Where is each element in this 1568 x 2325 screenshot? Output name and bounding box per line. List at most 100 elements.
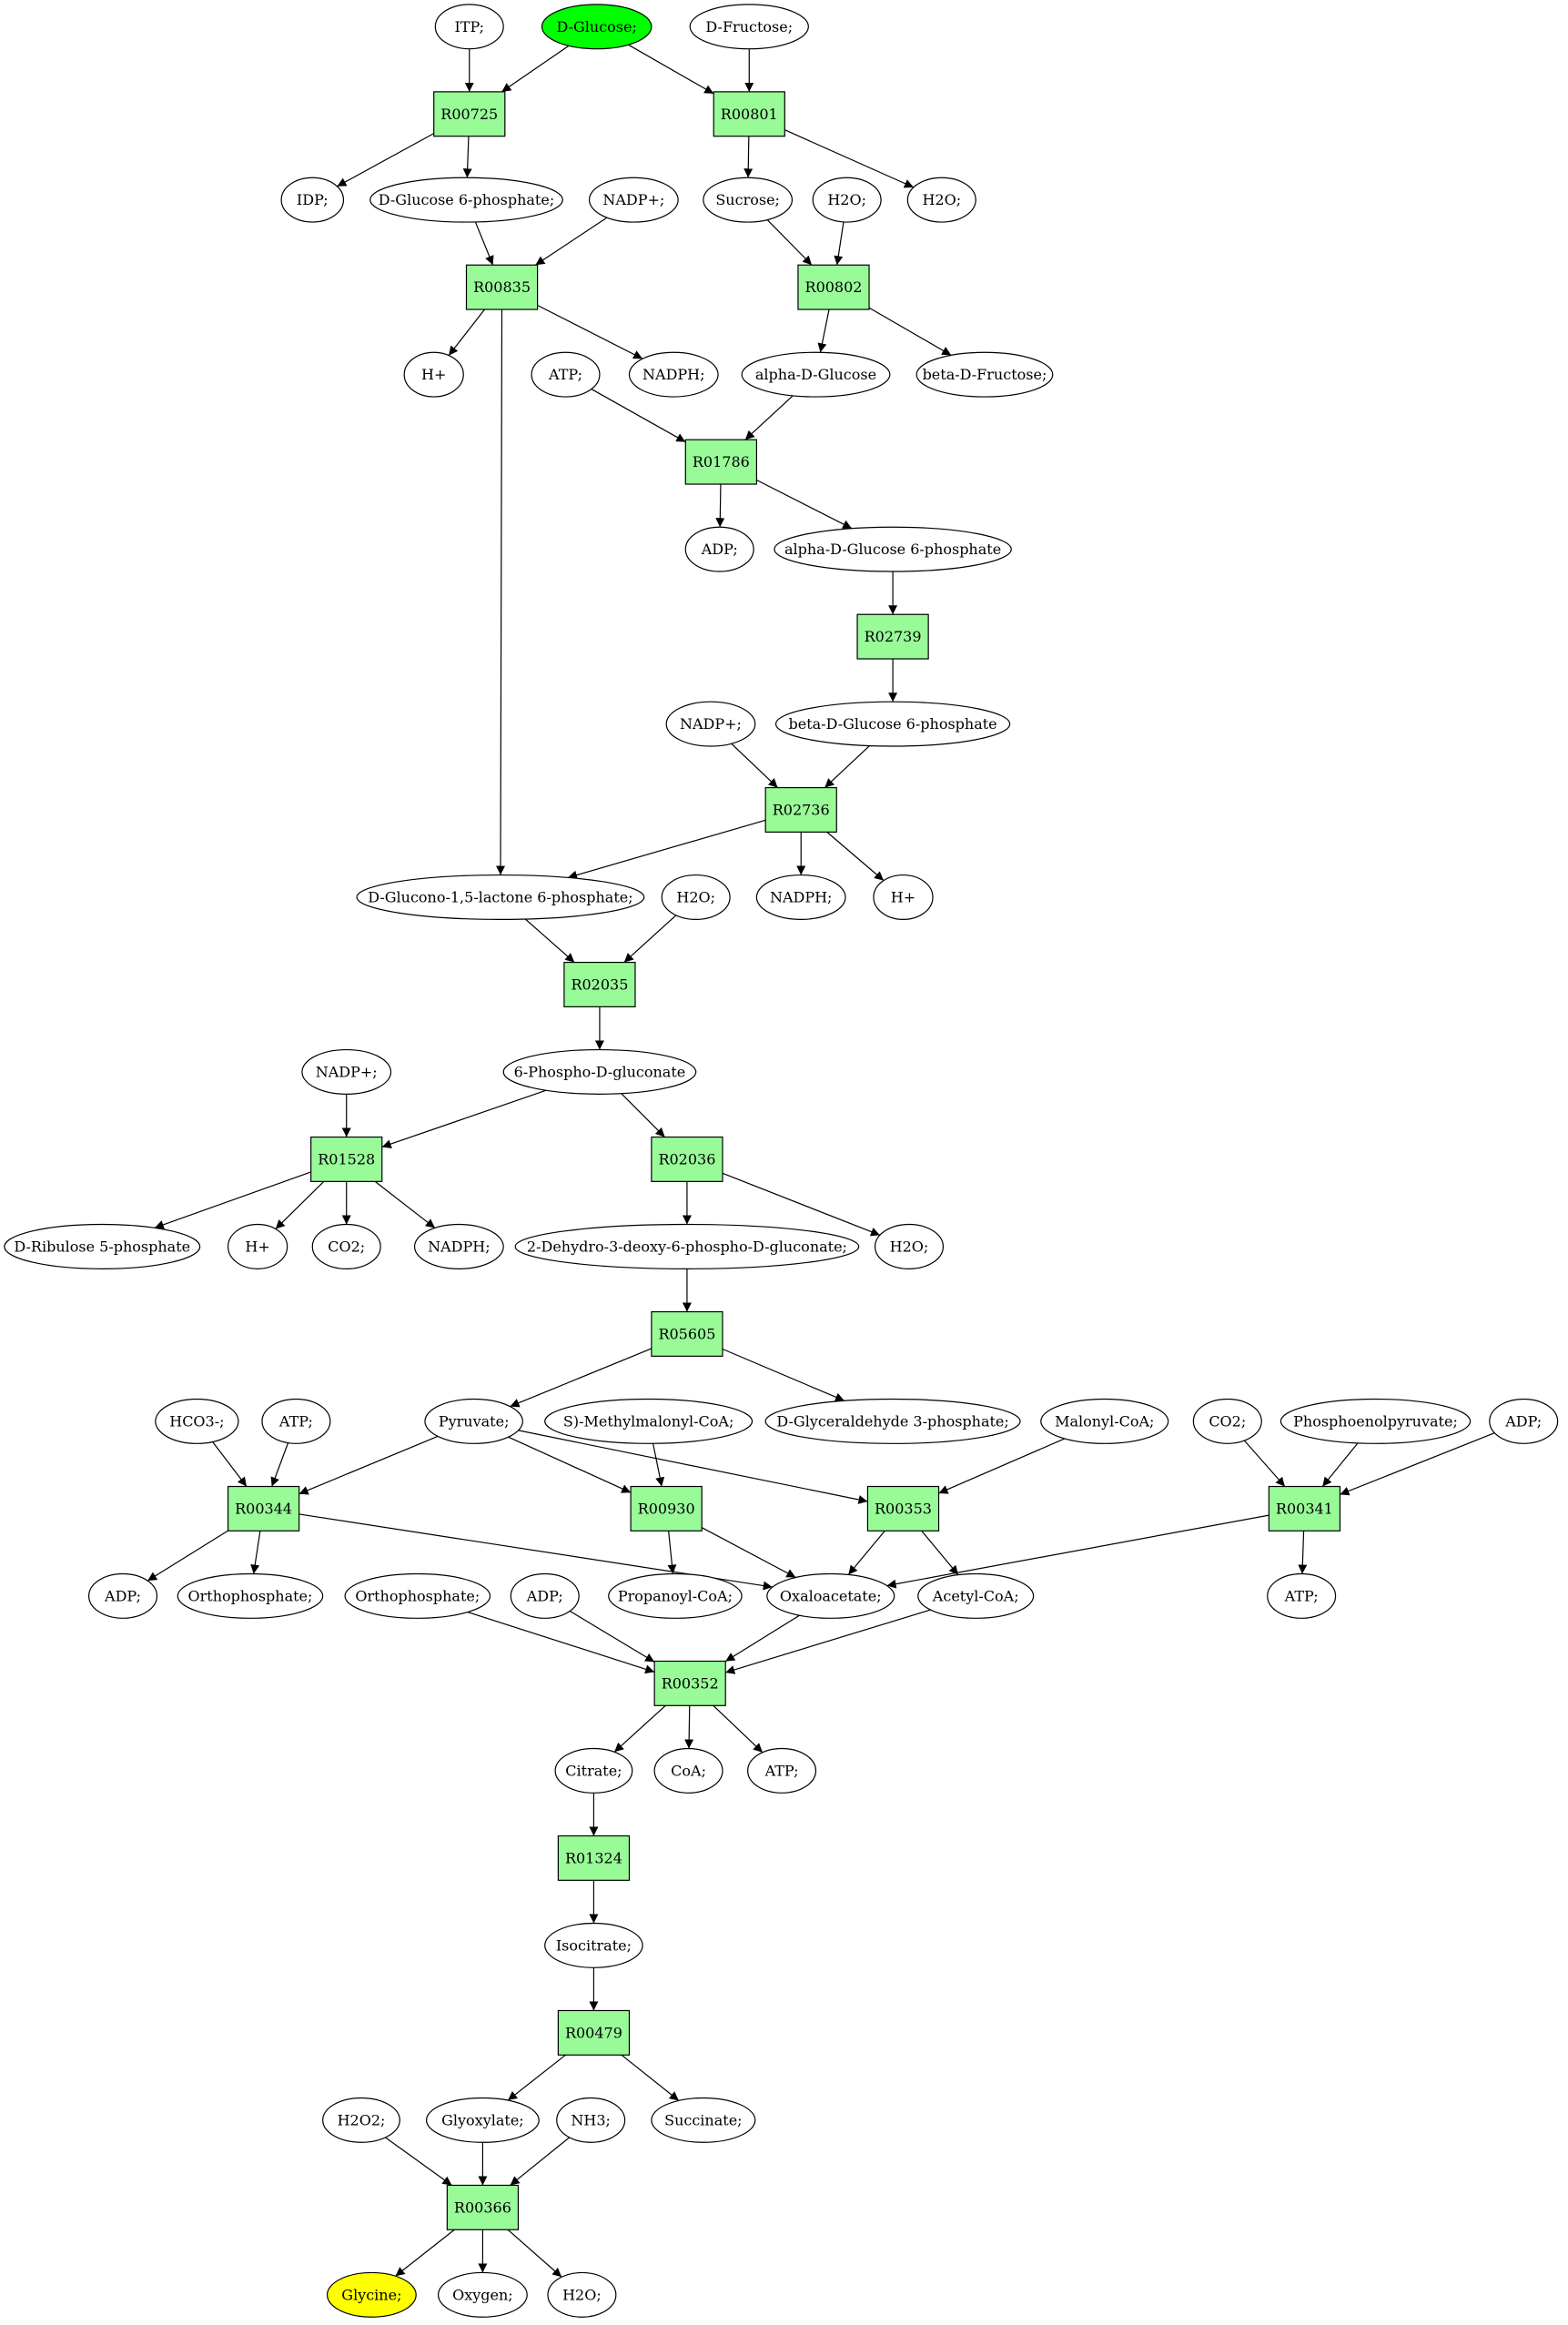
- compound-node-h-2[interactable]: H+: [873, 874, 934, 920]
- compound-node-oxygen[interactable]: Oxygen;: [437, 2271, 528, 2318]
- reaction-node-r00366[interactable]: R00366: [446, 2184, 520, 2230]
- compound-node-h2o-2[interactable]: H2O;: [906, 177, 976, 223]
- edge-R00366-to-h2o-5: [507, 2229, 562, 2278]
- compound-node-nadp-3[interactable]: NADP+;: [301, 1048, 392, 1095]
- compound-node-adp-3[interactable]: ADP;: [88, 1572, 158, 1619]
- compound-ellipse: [916, 351, 1054, 398]
- reaction-node-r02736[interactable]: R02736: [764, 786, 837, 833]
- compound-node-adp-4[interactable]: ADP;: [510, 1572, 580, 1619]
- reaction-node-r05605[interactable]: R05605: [651, 1310, 723, 1357]
- compound-ellipse: [369, 177, 563, 223]
- compound-node-beta-d-fructose[interactable]: beta-D-Fructose;: [916, 351, 1054, 398]
- compound-node-d-glucose[interactable]: D-Glucose;: [541, 4, 652, 50]
- compound-node-atp-1[interactable]: ATP;: [531, 351, 601, 398]
- reaction-node-r00802[interactable]: R00802: [797, 264, 870, 310]
- reaction-node-r02035[interactable]: R02035: [563, 961, 636, 1007]
- reaction-node-r02036[interactable]: R02036: [651, 1136, 723, 1182]
- compound-label: S)-Methylmalonyl-CoA;: [563, 1412, 734, 1430]
- compound-node-orthophosphate-2[interactable]: Orthophosphate;: [344, 1572, 491, 1619]
- compound-node-itp[interactable]: ITP;: [434, 4, 504, 50]
- compound-node-oxaloacetate[interactable]: Oxaloacetate;: [766, 1572, 895, 1619]
- compound-node-orthophosphate-1[interactable]: Orthophosphate;: [177, 1572, 324, 1619]
- compound-label: ADP;: [701, 541, 738, 558]
- compound-node-isocitrate[interactable]: Isocitrate;: [544, 1922, 643, 1968]
- compound-node-h2o-5[interactable]: H2O;: [547, 2271, 617, 2318]
- compound-node-nadp-1[interactable]: NADP+;: [588, 177, 679, 223]
- compound-node-sucrose[interactable]: Sucrose;: [703, 177, 794, 223]
- compound-node-adp-2[interactable]: ADP;: [1489, 1398, 1559, 1444]
- compound-node-acetyl-coa[interactable]: Acetyl-CoA;: [917, 1572, 1035, 1619]
- compound-node-h-1[interactable]: H+: [403, 351, 464, 398]
- compound-node-h2o-1[interactable]: H2O;: [812, 177, 882, 223]
- compound-node-nh3[interactable]: NH3;: [556, 2097, 626, 2143]
- compound-label: NH3;: [571, 2111, 611, 2128]
- compound-ellipse: [437, 2271, 528, 2318]
- compound-node-alpha-d-glucose-6-phosphate[interactable]: alpha-D-Glucose 6-phosphate: [774, 526, 1012, 572]
- compound-node-d-fructose[interactable]: D-Fructose;: [689, 4, 809, 50]
- compound-node-phospho-d-gluconate[interactable]: 6-Phospho-D-gluconate: [502, 1048, 697, 1095]
- reaction-node-r01786[interactable]: R01786: [684, 439, 758, 485]
- compound-node-methylmalonyl-coa[interactable]: S)-Methylmalonyl-CoA;: [544, 1398, 754, 1444]
- edge-nadp-1-to-R00835: [535, 217, 608, 266]
- edge-R01786-to-alpha-d-glucose-6-phosphate: [756, 479, 853, 530]
- compound-node-h2o2[interactable]: H2O2;: [322, 2097, 400, 2143]
- compound-node-pyruvate[interactable]: Pyruvate;: [424, 1398, 523, 1444]
- reaction-label: R00802: [805, 278, 863, 296]
- compound-node-alpha-d-glucose[interactable]: alpha-D-Glucose: [741, 351, 891, 398]
- compound-node-beta-d-glucose-6-phosphate[interactable]: beta-D-Glucose 6-phosphate: [774, 701, 1011, 747]
- compound-node-adp-1[interactable]: ADP;: [684, 526, 754, 572]
- compound-label: CoA;: [671, 1762, 706, 1779]
- compound-node-atp-2[interactable]: ATP;: [261, 1398, 331, 1444]
- compound-node-glycine[interactable]: Glycine;: [326, 2271, 417, 2318]
- reaction-node-r00341[interactable]: R00341: [1268, 1485, 1341, 1531]
- edge-R00352-to-coa: [684, 1705, 694, 1749]
- reaction-node-r02739[interactable]: R02739: [856, 613, 929, 660]
- compound-label: ADP;: [526, 1587, 563, 1604]
- reaction-node-r00479[interactable]: R00479: [557, 2009, 631, 2056]
- reaction-node-r00835[interactable]: R00835: [465, 264, 539, 310]
- compound-node-citrate[interactable]: Citrate;: [554, 1747, 633, 1794]
- compound-node-atp-3[interactable]: ATP;: [1267, 1572, 1337, 1619]
- compound-node-atp-4[interactable]: ATP;: [747, 1747, 817, 1794]
- compound-node-d-glyceraldehyde-3-phosphate[interactable]: D-Glyceraldehyde 3-phosphate;: [764, 1398, 1021, 1444]
- reaction-label: R01324: [565, 1849, 622, 1866]
- compound-node-hco3[interactable]: HCO3-;: [155, 1398, 239, 1444]
- reaction-node-r01528[interactable]: R01528: [310, 1136, 383, 1182]
- compound-node-phosphoenolpyruvate[interactable]: Phosphoenolpyruvate;: [1280, 1398, 1472, 1444]
- compound-node-h-3[interactable]: H+: [227, 1223, 288, 1269]
- compound-node-coa[interactable]: CoA;: [653, 1747, 723, 1794]
- compound-node-malonyl-coa[interactable]: Malonyl-CoA;: [1040, 1398, 1169, 1444]
- compound-node-propanoyl-coa[interactable]: Propanoyl-CoA;: [608, 1572, 743, 1619]
- reaction-node-r00353[interactable]: R00353: [866, 1485, 940, 1531]
- reaction-box: [630, 1485, 703, 1531]
- reaction-node-r00352[interactable]: R00352: [653, 1660, 726, 1706]
- compound-ellipse: [665, 701, 756, 747]
- compound-node-d-ribulose-5-phosphate[interactable]: D-Ribulose 5-phosphate: [4, 1223, 201, 1269]
- compound-node-h2o-4[interactable]: H2O;: [874, 1223, 945, 1269]
- compound-node-nadph-3[interactable]: NADPH;: [413, 1223, 504, 1269]
- compound-node-dehydro-deoxy-phosphogluconate[interactable]: 2-Dehydro-3-deoxy-6-phospho-D-gluconate;: [514, 1223, 860, 1269]
- reaction-node-r00725[interactable]: R00725: [433, 91, 506, 137]
- reaction-node-r00930[interactable]: R00930: [630, 1485, 703, 1531]
- compound-node-nadph-2[interactable]: NADPH;: [755, 874, 846, 920]
- compound-ellipse: [906, 177, 976, 223]
- reaction-label: R00352: [662, 1674, 719, 1692]
- compound-ellipse: [755, 874, 846, 920]
- compound-node-idp[interactable]: IDP;: [280, 177, 345, 223]
- compound-node-co2-1[interactable]: CO2;: [311, 1223, 381, 1269]
- reaction-node-r00801[interactable]: R00801: [713, 91, 785, 137]
- edge-R00835-to-d-glucono-lactone: [496, 309, 506, 875]
- reaction-node-r00344[interactable]: R00344: [227, 1485, 300, 1531]
- compound-node-d-glucono-lactone[interactable]: D-Glucono-1,5-lactone 6-phosphate;: [356, 874, 645, 920]
- compound-node-nadp-2[interactable]: NADP+;: [665, 701, 756, 747]
- compound-label: Isocitrate;: [556, 1936, 632, 1954]
- compound-node-succinate[interactable]: Succinate;: [651, 2097, 756, 2143]
- reaction-node-r01324[interactable]: R01324: [557, 1835, 631, 1881]
- compound-ellipse: [556, 2097, 626, 2143]
- edge-d-glucose-to-R00801: [628, 44, 714, 95]
- compound-node-co2-2[interactable]: CO2;: [1192, 1398, 1262, 1444]
- compound-node-h2o-3[interactable]: H2O;: [661, 874, 731, 920]
- compound-node-glyoxylate[interactable]: Glyoxylate;: [425, 2097, 540, 2143]
- compound-node-nadph-1[interactable]: NADPH;: [628, 351, 719, 398]
- compound-node-d-glucose-6-phosphate[interactable]: D-Glucose 6-phosphate;: [369, 177, 563, 223]
